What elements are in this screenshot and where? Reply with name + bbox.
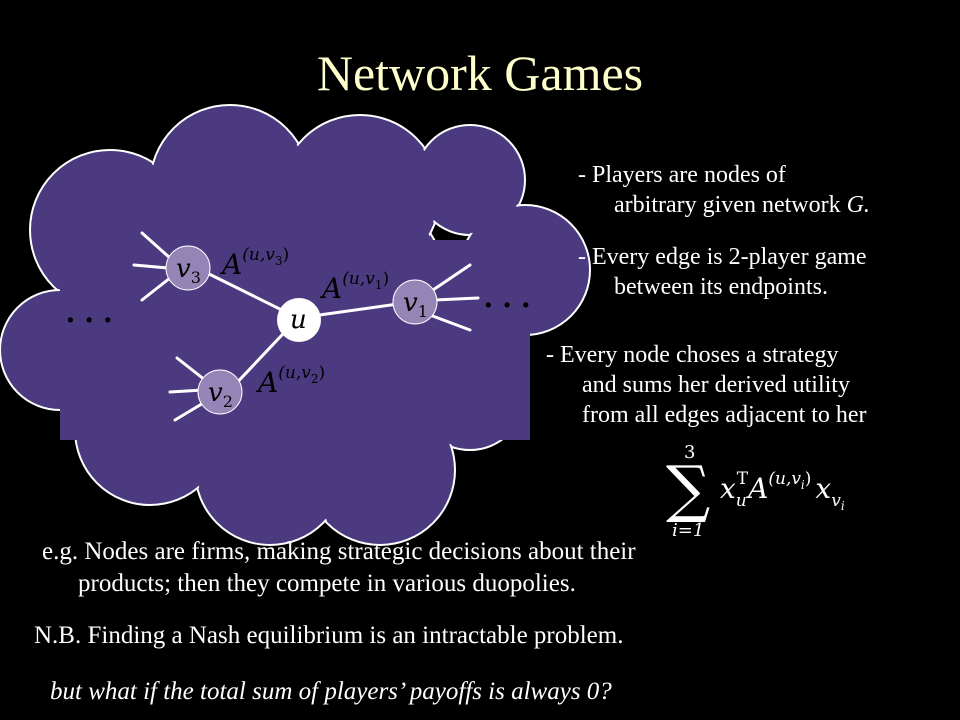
node-v3-subscript: 3 (191, 268, 201, 287)
edge-label-u-v1: A(u,v1) (319, 269, 389, 305)
node-v1: v1 (392, 279, 438, 325)
bullet-edges: - Every edge is 2-player game between it… (578, 244, 867, 300)
nb-note: N.B. Finding a Nash equilibrium is an in… (34, 622, 624, 649)
sum-upper-limit: 3 (684, 442, 695, 463)
cloud-fill (2, 107, 588, 543)
node-v1-subscript: 1 (418, 302, 428, 321)
edge-label-u-v2: A(u,v2) (255, 363, 325, 399)
node-u: u (277, 298, 321, 342)
ellipsis-right: ... (482, 271, 538, 317)
formula-body: xuTA(u,vi)xvi (720, 469, 845, 513)
ellipsis-left: ... (64, 286, 120, 332)
node-v3-label: v (176, 254, 191, 284)
node-u-label: u (290, 305, 307, 335)
example-line-2: products; then they compete in various d… (78, 570, 576, 597)
svg-text:v3: v3 (176, 254, 201, 287)
zero-sum-question: but what if the total sum of players’ pa… (50, 678, 612, 705)
slide-title: Network Games (316, 45, 644, 101)
bullet-nodes: - Every node choses a strategy and sums … (546, 342, 867, 428)
edge-label-u-v3: A(u,v3) (219, 245, 289, 281)
bullet-players: - Players are nodes of arbitrary given n… (578, 162, 870, 218)
node-v3: v3 (165, 245, 211, 291)
node-v2-subscript: 2 (223, 392, 233, 411)
edge-stubs (132, 231, 480, 422)
node-v2: v2 (197, 369, 243, 415)
node-v1-label: v (403, 288, 418, 318)
sum-lower-limit: i=1 (672, 520, 704, 540)
sum-sign: ∑ (666, 452, 710, 525)
example-line-1: e.g. Nodes are firms, making strategic d… (42, 538, 636, 565)
svg-text:v2: v2 (208, 378, 233, 411)
node-v2-label: v (208, 378, 223, 408)
svg-text:v1: v1 (403, 288, 428, 321)
utility-formula: 3 ∑ i=1 xuTA(u,vi)xvi (666, 442, 845, 540)
